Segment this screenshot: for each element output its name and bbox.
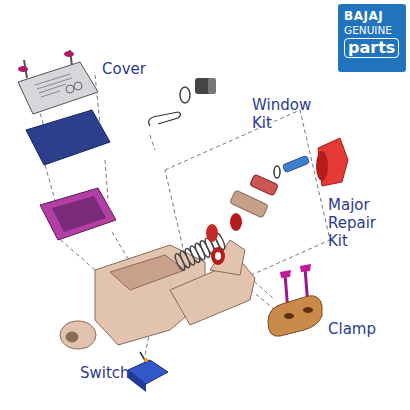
brand-logo: BAJAJGENUINE parts	[338, 4, 406, 72]
part-label: Cover	[102, 60, 146, 78]
logo-text: GENUINE	[344, 24, 400, 36]
logo-text: parts	[344, 38, 399, 58]
part-label: Major Repair Kit	[328, 196, 394, 250]
part-label: Switch	[80, 364, 130, 382]
part-label: Clamp	[328, 320, 376, 338]
logo-text: BAJAJ	[344, 10, 400, 24]
part-label: Window Kit	[252, 96, 316, 132]
